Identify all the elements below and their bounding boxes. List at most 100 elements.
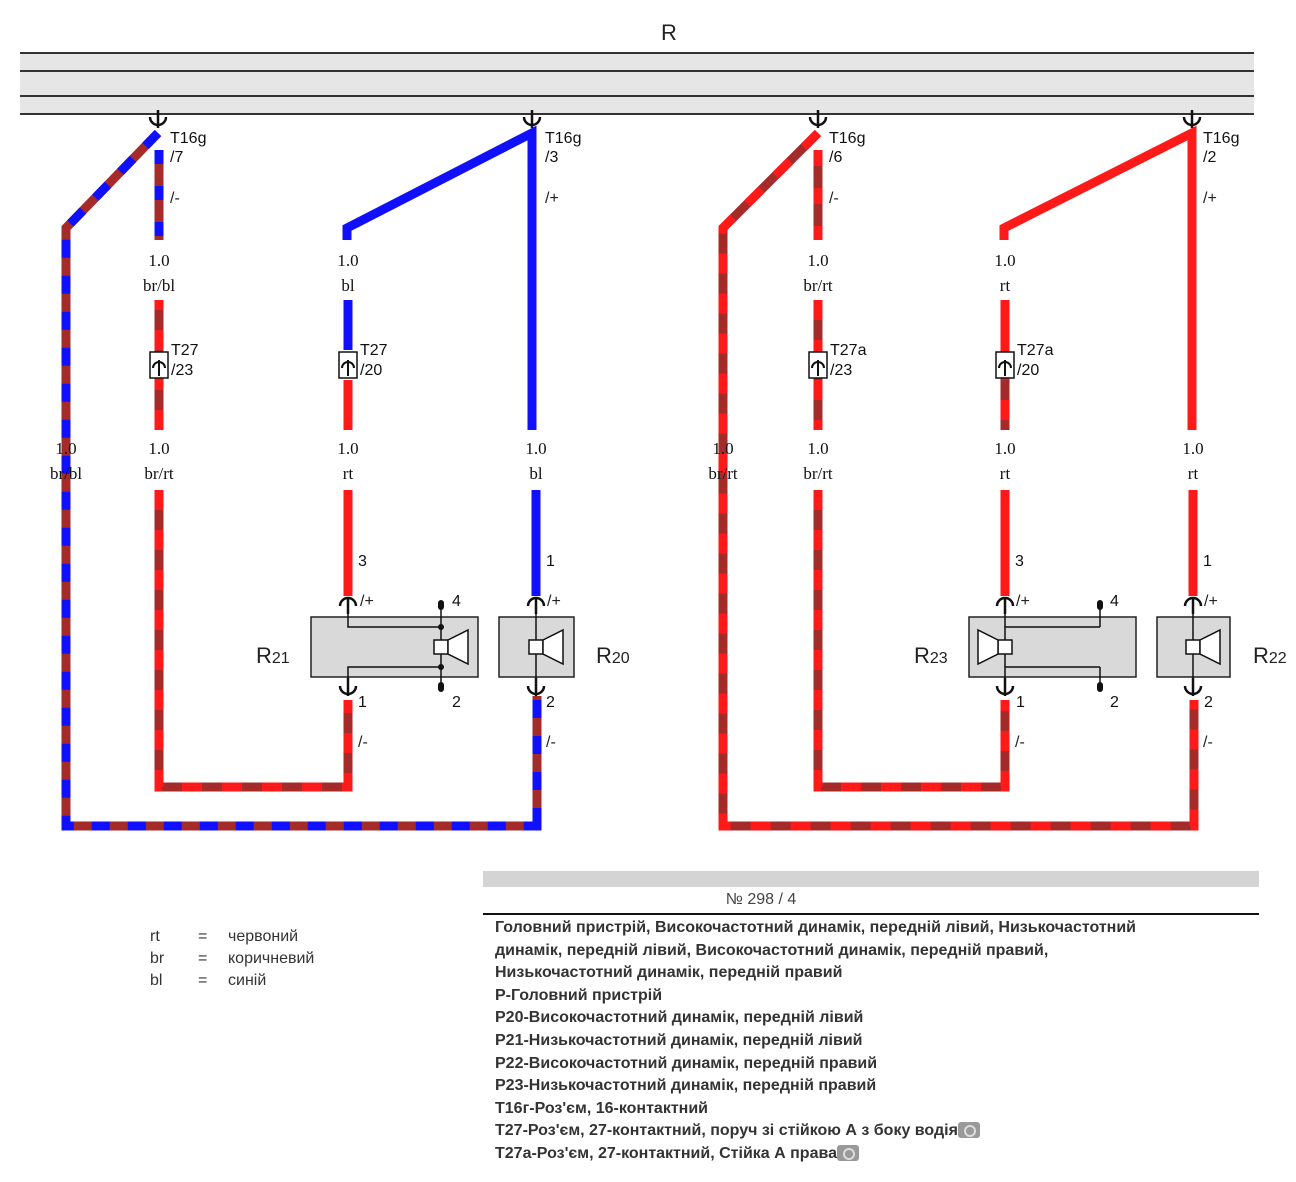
description-line: Т27а-Роз'єм, 27-контактний, Стійка А пра… <box>495 1143 1259 1166</box>
wire-color: br/bl <box>143 276 175 295</box>
signal-pos: /+ <box>547 593 561 610</box>
wire-size: 1.0 <box>148 251 169 270</box>
t27a-23-label: T27a <box>830 342 867 359</box>
t27-20-label: T27 <box>360 342 388 359</box>
t16g-7-label: T16g <box>170 130 206 147</box>
pin-label: 1 <box>1016 694 1025 711</box>
legend-eq: = <box>198 950 208 967</box>
inline-connectors <box>149 351 1015 379</box>
legend-name: синій <box>228 972 267 989</box>
legend-row: br = коричневий <box>150 950 314 972</box>
legend-row: bl = синій <box>150 972 314 994</box>
legend-name: червоний <box>228 928 299 945</box>
wire-size: 1.0 <box>337 439 358 458</box>
pin-label: 3 <box>1015 553 1024 570</box>
signal-neg: /- <box>358 734 368 751</box>
bus-label: R <box>661 20 677 45</box>
wire-size: 1.0 <box>55 439 76 458</box>
pin-label: 1 <box>358 694 367 711</box>
signal-neg: /- <box>1203 734 1213 751</box>
pin-label: 3 <box>358 553 367 570</box>
description-line: Т27-Роз'єм, 27-контактний, поруч зі стій… <box>495 1120 1259 1143</box>
wire-color: rt <box>343 464 354 483</box>
legend-eq: = <box>198 928 208 945</box>
wire-size: 1.0 <box>525 439 546 458</box>
wire-color: rt <box>1000 276 1011 295</box>
wire-size: 1.0 <box>994 439 1015 458</box>
legend-eq: = <box>198 972 208 989</box>
camera-icon[interactable] <box>837 1144 859 1161</box>
t16g-2-pin: /2 <box>1203 149 1216 166</box>
wire-color: br/rt <box>803 464 833 483</box>
component-r20: R20 <box>596 643 630 668</box>
component-r23: R23 <box>914 643 948 668</box>
r23-internal <box>977 604 1101 690</box>
speaker-terminals <box>338 596 1203 696</box>
signal-neg: /- <box>170 190 180 207</box>
wire-bl-upper <box>342 125 541 596</box>
signal-neg: /- <box>1015 734 1025 751</box>
description-line: Р23-Низькочастотний динамік, передній пр… <box>495 1077 877 1095</box>
wire-color: bl <box>529 464 543 483</box>
wire-color: br/bl <box>50 464 82 483</box>
t27a-23-pin: /23 <box>830 362 852 379</box>
bus-bar <box>20 52 1254 115</box>
pin-label: 2 <box>1110 694 1119 711</box>
diagram-number: № 298 / 4 <box>483 887 1259 915</box>
description-line: Р22-Високочастотний динамік, передній пр… <box>495 1054 878 1072</box>
wire-color: br/rt <box>144 464 174 483</box>
description-line: Р20-Високочастотний динамік, передній лі… <box>495 1009 864 1027</box>
wire-color: rt <box>1000 464 1011 483</box>
signal-pos: /+ <box>1203 190 1217 207</box>
inline-connector-arcs <box>152 360 1012 376</box>
description-line: Т16г-Роз'єм, 16-контактний <box>495 1099 708 1117</box>
component-r21: R21 <box>256 643 290 668</box>
r20-internal <box>528 614 564 678</box>
t16g-3-pin: /3 <box>545 149 558 166</box>
legend-code: bl <box>150 972 163 989</box>
pin-label: 1 <box>546 553 555 570</box>
wire-size: 1.0 <box>712 439 733 458</box>
component-r22: R22 <box>1253 643 1287 668</box>
t27-23-pin: /23 <box>171 362 193 379</box>
description-line: Низькочастотний динамік, передній правий <box>495 964 843 982</box>
pin-label: 2 <box>1204 694 1213 711</box>
description-line: Р-Головний пристрій <box>495 986 663 1004</box>
description-lines: Головний пристрій, Високочастотний динам… <box>483 915 1259 1166</box>
legend-name: коричневий <box>228 950 315 967</box>
t16g-2-label: T16g <box>1203 130 1239 147</box>
description-panel: № 298 / 4 Головний пристрій, Високочасто… <box>483 871 1259 1166</box>
signal-pos: /+ <box>545 190 559 207</box>
signal-neg: /- <box>829 190 839 207</box>
r21-dots <box>438 600 444 692</box>
pin-label: 1 <box>1203 553 1212 570</box>
description-line: Головний пристрій, Високочастотний динам… <box>495 919 1137 936</box>
legend-code: br <box>150 950 165 967</box>
wire-color: br/rt <box>708 464 738 483</box>
pin-label: 4 <box>1110 593 1119 610</box>
wire-color: bl <box>341 276 355 295</box>
t27-23-label: T27 <box>171 342 199 359</box>
pin-label: 2 <box>452 694 461 711</box>
t27a-20-pin: /20 <box>1017 362 1039 379</box>
r22-internal <box>1185 614 1221 678</box>
legend-row: rt = червоний <box>150 928 314 950</box>
description-line-text: Т27а-Роз'єм, 27-контактний, Стійка А пра… <box>495 1144 837 1162</box>
bus-taps <box>148 110 1202 128</box>
wire-br-rt-right <box>813 150 1010 792</box>
signal-pos: /+ <box>360 593 374 610</box>
t16g-7-pin: /7 <box>170 149 183 166</box>
camera-icon[interactable] <box>957 1122 980 1139</box>
signal-pos: /+ <box>1016 593 1030 610</box>
t27a-20-label: T27a <box>1017 342 1054 359</box>
diagram-number-text: № 298 / 4 <box>725 891 797 908</box>
wire-size: 1.0 <box>807 251 828 270</box>
wire-color: rt <box>1188 464 1199 483</box>
wire-size: 1.0 <box>994 251 1015 270</box>
description-line: динамік, передній лівий, Високочастотний… <box>495 941 1049 959</box>
r23-dots <box>1097 600 1103 692</box>
panel-header-bar <box>483 871 1259 887</box>
wiring-diagram: R <box>20 20 1287 831</box>
wire-color: br/rt <box>803 276 833 295</box>
signal-neg: /- <box>546 734 556 751</box>
